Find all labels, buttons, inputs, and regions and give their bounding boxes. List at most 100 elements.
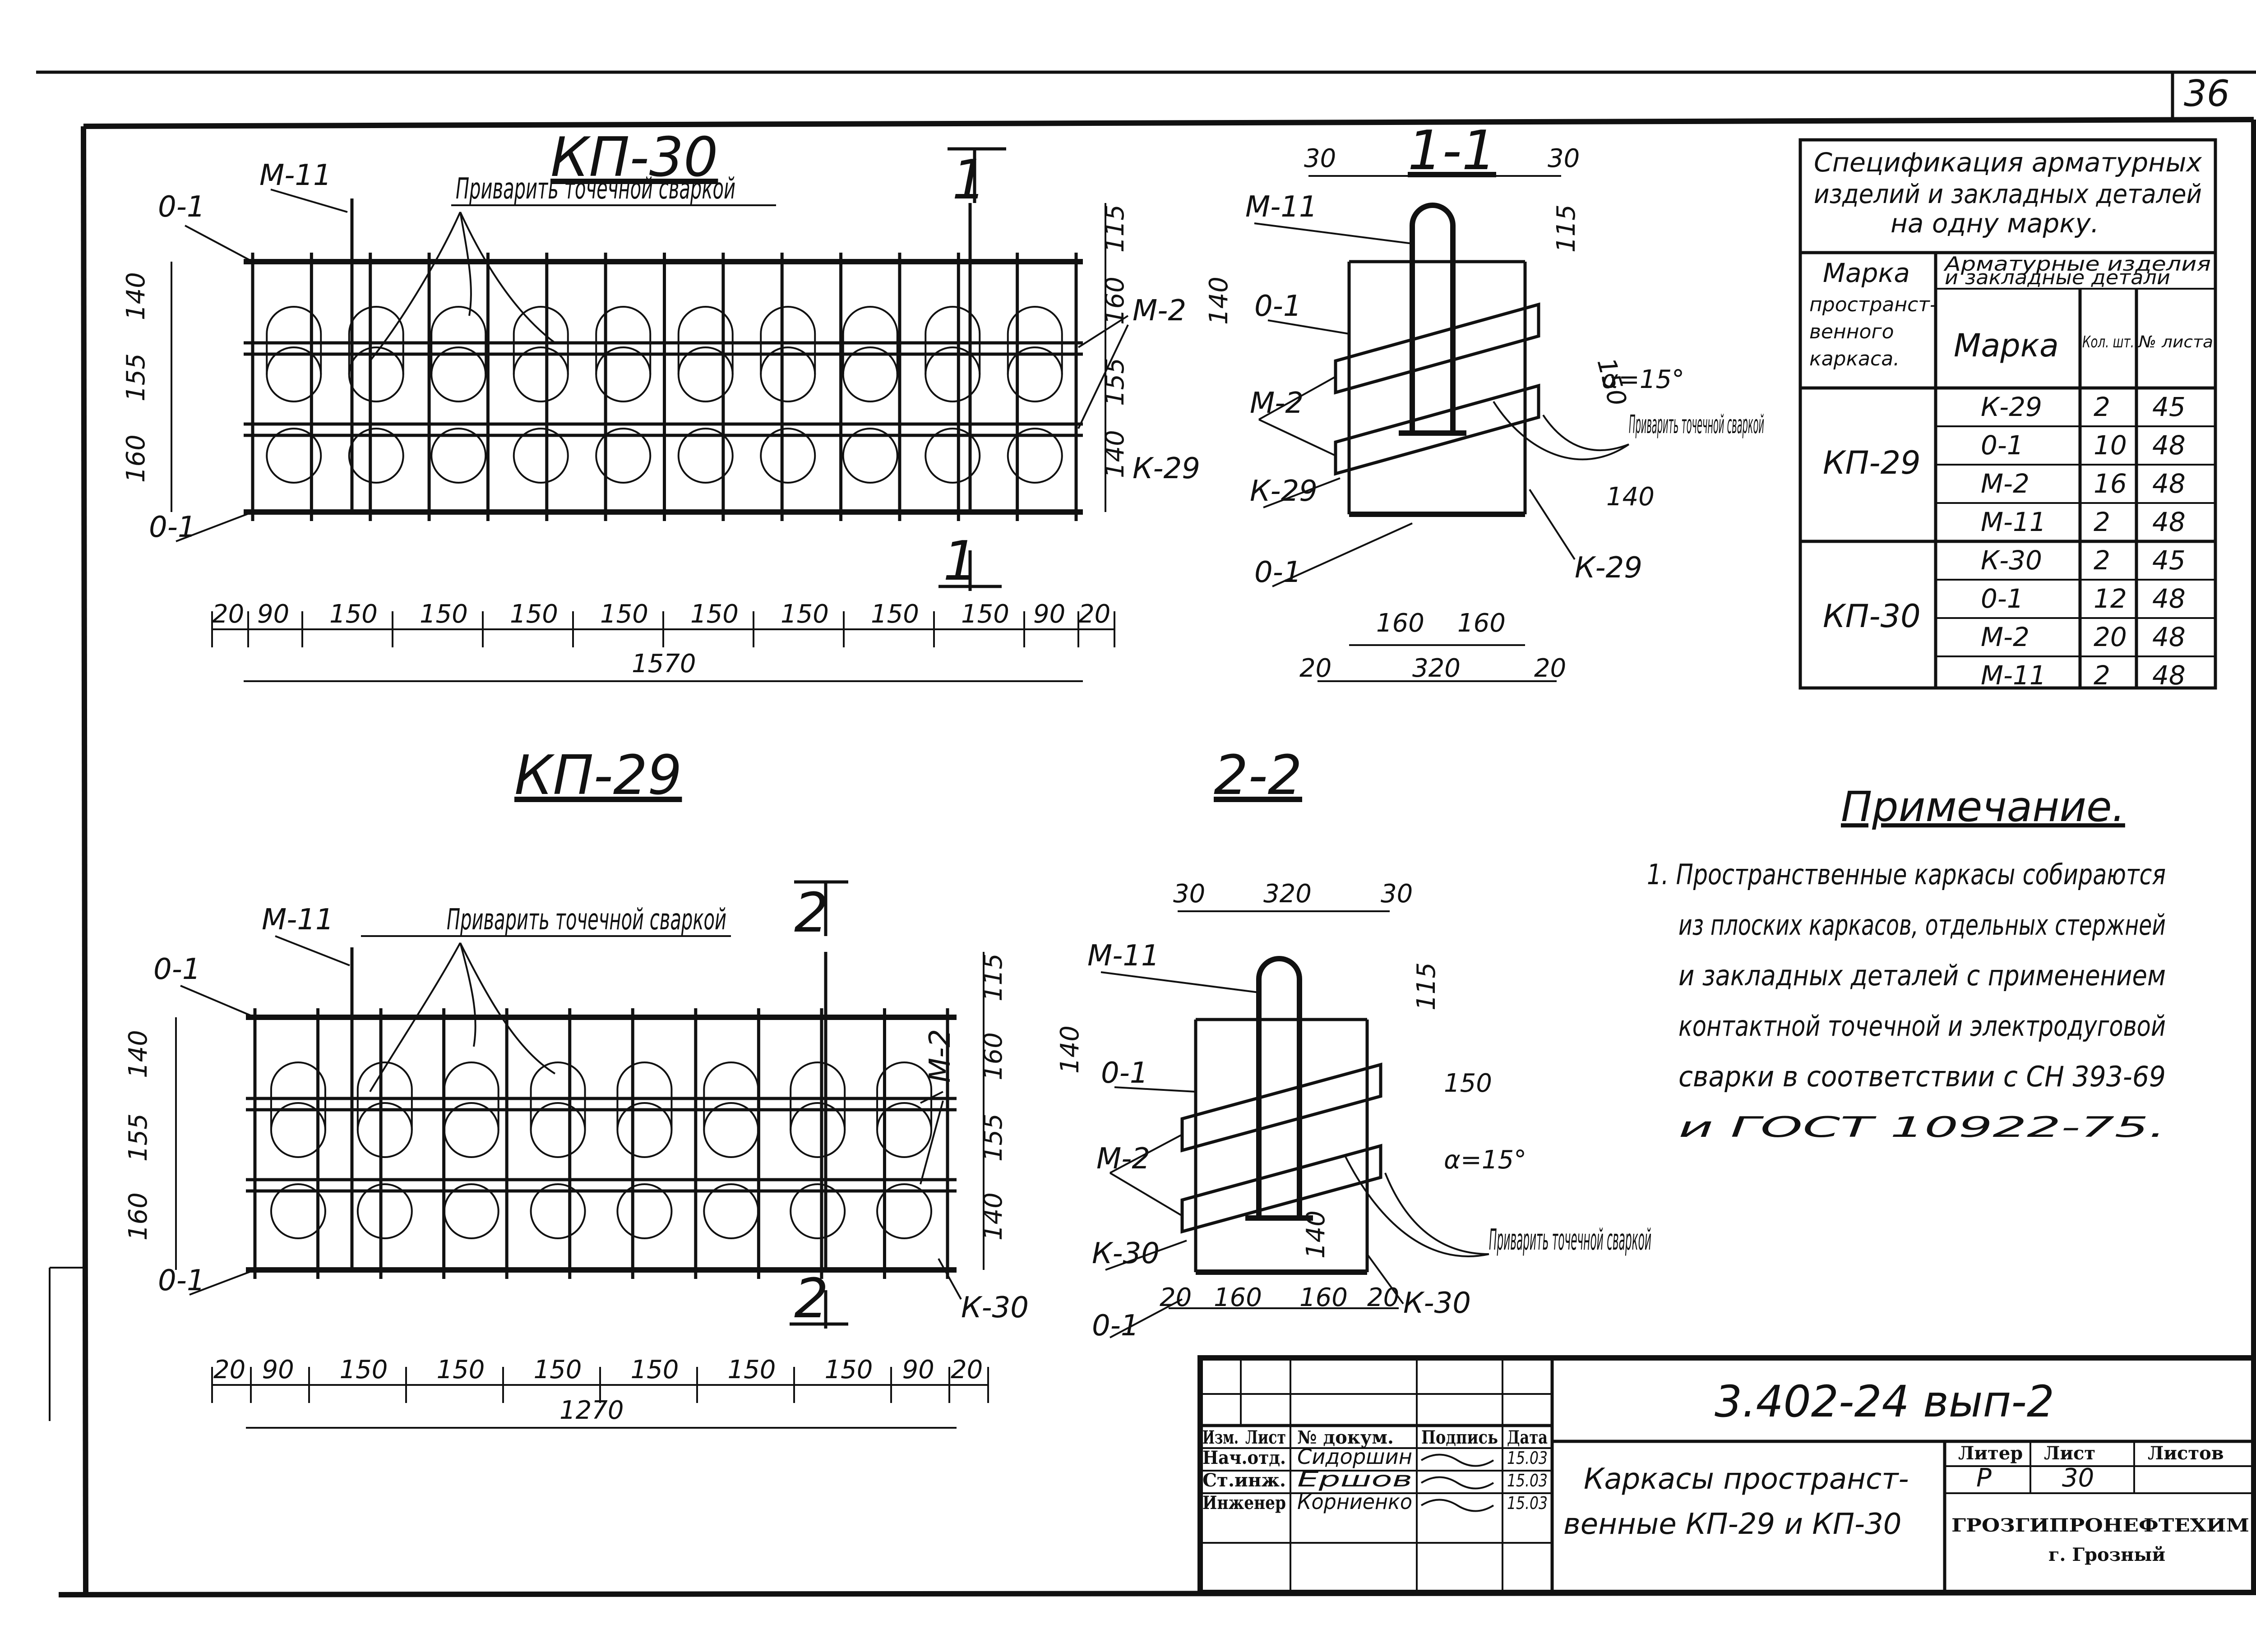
s11-angle: α=15°: [1602, 365, 1684, 394]
spec-col-sub-mark: Марка: [1954, 327, 2059, 364]
opening-circle: [677, 428, 734, 484]
bottom-dim-value: 90: [257, 600, 289, 629]
kp30-section-mark-bottom-label: 1: [943, 530, 977, 593]
spec-col-items-1: Арматурные изделия: [1943, 253, 2211, 276]
kp29-vdim-1: 140: [124, 1030, 153, 1078]
kp30-view: КП-30 Приварить точечной сваркой 1 0-1 М…: [121, 126, 1200, 682]
tb-header-date: Дата: [1507, 1427, 1548, 1448]
kp29-label-m11: М-11: [262, 903, 334, 937]
tb-role: Ст.инж.: [1202, 1470, 1286, 1491]
spec-cell: 48: [2152, 622, 2186, 652]
s11-dim-115: 115: [1552, 204, 1581, 253]
kp30-title: КП-30: [550, 126, 718, 189]
s22-label-m2: М-2: [1096, 1142, 1150, 1176]
s22-label-k30b: К-30: [1403, 1287, 1471, 1320]
kp30-section-mark-top-label: 1: [952, 149, 986, 212]
kp29-label-o1-top: 0-1: [153, 953, 201, 986]
opening-slot: [616, 1061, 673, 1130]
kp29-vdim-2: 155: [124, 1113, 153, 1162]
spec-cell: 2: [2094, 392, 2110, 422]
bottom-dim-value: 90: [902, 1355, 934, 1384]
kp30-vdim-1: 140: [121, 272, 151, 320]
opening-circle: [790, 1183, 846, 1239]
spec-col-items-2: и закладные детали: [1945, 266, 2170, 289]
note-line: сварки в соответствии с СН 393-69: [1678, 1060, 2166, 1093]
spec-cell: 16: [2094, 468, 2127, 499]
s11-weld-note: Приварить точечной сваркой: [1629, 410, 1764, 439]
spec-cell: 45: [2152, 545, 2186, 576]
s22-top-dim-1: 30: [1173, 879, 1205, 909]
bottom-dim-value: 150: [600, 600, 648, 629]
opening-circle: [513, 428, 569, 484]
kp29-vertical-bars: [253, 1008, 949, 1279]
s11-dim-140: 140: [1204, 277, 1234, 325]
bottom-dim-value: 150: [437, 1355, 485, 1384]
bottom-dim-value: 90: [262, 1355, 294, 1384]
section-2-2: 2-2 30 320 30 М-11 0-1 М-2 К-30 0-1 К-30…: [1055, 744, 1651, 1343]
spec-col-sub-qty: Кол. шт.: [2082, 333, 2134, 351]
kp29-rdim-3: 155: [979, 1113, 1008, 1162]
kp30-rdim-3: 155: [1100, 358, 1130, 406]
tb-org-city: г. Грозный: [2048, 1544, 2165, 1565]
opening-slot: [925, 306, 981, 374]
s11-bottom-dim-2: 160: [1457, 609, 1506, 638]
kp30-vdim-3: 160: [121, 434, 151, 483]
spec-cell: М-2: [1981, 468, 2029, 499]
kp29-section-mark-bottom: 2: [790, 1268, 848, 1330]
s22-label-m11: М-11: [1087, 939, 1160, 973]
note-line: контактной точечной и электродуговой: [1678, 1010, 2166, 1043]
spec-row-lines: [1936, 425, 2215, 657]
opening-slot: [356, 1061, 413, 1130]
spec-cell: 48: [2152, 583, 2186, 614]
bottom-dim-value: 150: [825, 1355, 873, 1384]
spec-col-mark-3: венного: [1809, 320, 1894, 343]
section-1-1: 1-1 30 30 М-11 0-1 М-2 К-29 0-1 К-29 115…: [1204, 120, 1764, 683]
s11-dim-140b: 140: [1606, 482, 1655, 512]
opening-slot: [842, 306, 898, 374]
tb-doc-code: 3.402-24 вып-2: [1715, 1376, 2054, 1427]
s11-label-m11: М-11: [1245, 190, 1318, 224]
tb-header-izm: Изм.: [1202, 1427, 1239, 1448]
s22-weld-note: Приварить точечной сваркой: [1489, 1223, 1651, 1257]
s11-title: 1-1: [1408, 120, 1496, 182]
opening-circle: [270, 1183, 326, 1239]
s22-top-dim-2: 320: [1263, 879, 1312, 909]
kp29-section-mark-bottom-label: 2: [794, 1268, 828, 1330]
s11-base-dim-3: 20: [1534, 654, 1566, 683]
note-line: и закладных деталей с применением: [1678, 959, 2166, 992]
kp29-rdim-4: 140: [979, 1192, 1008, 1241]
opening-slot: [266, 306, 322, 374]
note-line: из плоских каркасов, отдельных стержней: [1678, 909, 2166, 941]
s11-bottom-dim-1: 160: [1376, 609, 1424, 638]
s11-label-m2: М-2: [1250, 387, 1304, 420]
s22-title: 2-2: [1214, 744, 1302, 807]
note-line: 1. Пространственные каркасы собираются: [1647, 858, 2166, 891]
opening-slot: [348, 306, 404, 374]
s22-bottom-dim-1: 20: [1160, 1283, 1192, 1312]
tb-person: Ершов: [1297, 1467, 1412, 1491]
spec-cell: 20: [2094, 622, 2127, 652]
kp30-weld-note: Приварить точечной сваркой: [456, 172, 735, 206]
bottom-dim-value: 150: [631, 1355, 679, 1384]
s11-base-dim-2: 320: [1412, 654, 1461, 683]
kp30-label-m11: М-11: [259, 159, 332, 192]
spec-cell: 2: [2094, 545, 2110, 576]
opening-circle: [925, 428, 981, 484]
spec-cell: 48: [2152, 468, 2186, 499]
spec-cell: 48: [2152, 660, 2186, 691]
tb-name-1: Каркасы пространст-: [1584, 1463, 1909, 1496]
kp30-section-mark-top: 1: [948, 147, 1006, 212]
tb-date: 15.03: [1507, 1493, 1548, 1513]
opening-circle: [703, 1183, 759, 1239]
spec-title-line-1: Спецификация арматурных: [1814, 147, 2202, 178]
s22-bottom-dim-3: 160: [1299, 1283, 1348, 1312]
opening-circle: [443, 1183, 499, 1239]
opening-slot: [443, 1061, 499, 1130]
s22-bottom-dim-4: 20: [1367, 1283, 1399, 1312]
kp29-rdim-1: 115: [979, 953, 1008, 1001]
tb-role: Нач.отд.: [1202, 1447, 1286, 1468]
spec-cell: 2: [2094, 507, 2110, 537]
bottom-dim-value: 150: [728, 1355, 776, 1384]
